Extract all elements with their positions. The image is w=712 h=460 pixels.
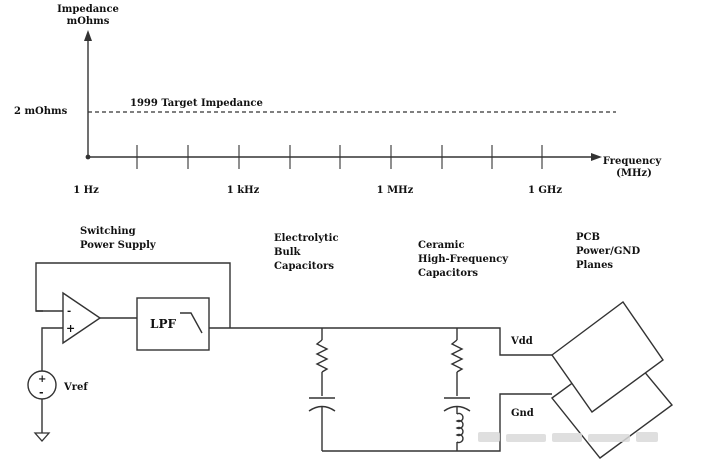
ceramic-label: Ceramic [418, 240, 465, 251]
circuit-diagram: Switching Power Supply Electrolytic Bulk… [27, 226, 674, 459]
watermark-blur [478, 432, 658, 442]
ceramic-esl-inductor [455, 412, 464, 444]
electrolytic-label-2: Bulk [274, 247, 302, 258]
vref-minus-sign: - [39, 386, 44, 399]
ceramic-label-3: Capacitors [418, 268, 478, 279]
ground-symbol [33, 432, 51, 442]
electrolytic-label-3: Capacitors [274, 261, 334, 272]
electrolytic-label: Electrolytic [274, 233, 339, 244]
vdd-label: Vdd [510, 336, 533, 347]
x-tick-label-1ghz: 1 GHz [528, 185, 562, 196]
gnd-rail [322, 393, 552, 452]
x-axis-label: Frequency [603, 156, 663, 167]
x-axis-ticks [136, 145, 543, 169]
target-impedance-label: 1999 Target Impedance [130, 98, 263, 109]
pcb-label-2: Power/GND [576, 246, 640, 257]
gnd-label: Gnd [511, 408, 534, 419]
switching-supply-label-2: Power Supply [80, 240, 157, 251]
x-tick-label-1hz: 1 Hz [73, 185, 99, 196]
vref-label: Vref [63, 382, 88, 393]
x-tick-label-1khz: 1 kHz [227, 185, 260, 196]
y-axis-unit: mOhms [67, 16, 110, 27]
ceramic-label-2: High-Frequency [418, 254, 509, 265]
pcb-label-3: Planes [576, 260, 613, 271]
opamp-symbol [62, 291, 102, 345]
x-axis-unit: (MHz) [616, 168, 652, 179]
y-axis-arrow [84, 30, 92, 41]
opamp-minus-sign: - [67, 306, 71, 317]
x-axis-arrow [591, 153, 602, 161]
pcb-label: PCB [576, 232, 600, 243]
y-axis-label: Impedance [57, 4, 119, 15]
y-tick-label: 2 mOhms [14, 106, 68, 117]
axis-origin-dot [85, 154, 91, 160]
opamp-plus-sign: + [66, 322, 75, 335]
switching-supply-label: Switching [80, 226, 136, 237]
x-tick-label-1mhz: 1 MHz [377, 185, 414, 196]
bulk-esr-resistor [315, 339, 329, 373]
impedance-graph: Impedance mOhms 1 Hz 1 kHz 1 MHz 1 GHz F… [14, 4, 662, 196]
lpf-label: LPF [150, 317, 176, 331]
ceramic-esr-resistor [450, 339, 464, 373]
lpf-rolloff-icon [180, 312, 203, 334]
opamp-plus-wire [41, 327, 63, 371]
pcb-power-plane [551, 301, 664, 413]
vref-plus-sign: + [38, 374, 46, 385]
vdd-rail [230, 327, 552, 356]
